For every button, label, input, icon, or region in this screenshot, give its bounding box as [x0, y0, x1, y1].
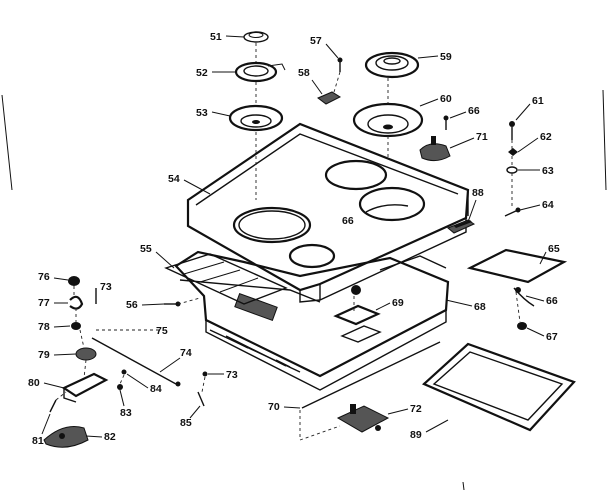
- nut-84: [121, 369, 127, 375]
- label-64: 64: [542, 199, 554, 211]
- nut-62: [508, 148, 518, 156]
- cooktop-54: [186, 122, 470, 303]
- label-67: 67: [546, 331, 558, 343]
- label-89: 89: [410, 429, 422, 441]
- label-53: 53: [196, 107, 208, 119]
- burner-59: [364, 51, 420, 79]
- scan-edge-line: [1, 94, 13, 191]
- clip-77: [69, 295, 84, 310]
- label-62: 62: [540, 131, 552, 143]
- label-79: 79: [38, 349, 50, 361]
- ring-78: [71, 322, 81, 330]
- label-72: 72: [410, 403, 422, 415]
- igniter-82: [43, 426, 89, 448]
- label-81: 81: [32, 435, 44, 447]
- block-88: [447, 219, 476, 234]
- element-86: [365, 204, 409, 213]
- tray-65: [466, 248, 568, 284]
- label-52: 52: [196, 67, 208, 79]
- label-59: 59: [440, 51, 452, 63]
- burner-box-68: [174, 250, 450, 391]
- label-82: 82: [104, 431, 116, 443]
- rod-74-end: [175, 381, 181, 387]
- label-80: 80: [28, 377, 40, 389]
- label-51: 51: [210, 31, 222, 43]
- grommet-67: [517, 322, 527, 330]
- scan-mark-bottom: [462, 481, 465, 491]
- label-83: 83: [120, 407, 132, 419]
- label-78: 78: [38, 321, 50, 333]
- assembly-dashes: [55, 43, 521, 441]
- part-69: [333, 304, 382, 343]
- label-55: 55: [140, 243, 152, 255]
- rod-70: [301, 341, 441, 409]
- label-57: 57: [310, 35, 322, 47]
- label-74: 74: [180, 347, 192, 359]
- label-85: 85: [180, 417, 192, 429]
- label-63: 63: [542, 165, 554, 177]
- screw-83: [117, 384, 123, 390]
- bracket-55: [164, 253, 288, 305]
- label-75: 75: [156, 325, 168, 337]
- label-76: 76: [38, 271, 50, 283]
- valve-79: [75, 347, 97, 361]
- screw-73b: [202, 371, 208, 377]
- label-71: 71: [476, 131, 488, 143]
- burner-52: [234, 61, 286, 83]
- label-69: 69: [392, 297, 404, 309]
- washer-63: [506, 166, 518, 174]
- scan-edge-line-right: [602, 89, 607, 191]
- switch-71: [419, 136, 451, 162]
- label-66-cooktop: 66: [342, 215, 354, 227]
- label-68: 68: [474, 301, 486, 313]
- label-73-right: 73: [226, 369, 238, 381]
- label-84: 84: [150, 383, 162, 395]
- label-66-rod: 66: [546, 295, 558, 307]
- label-58: 58: [298, 67, 310, 79]
- screw-57: [337, 57, 343, 72]
- bowl-53: [228, 104, 284, 132]
- label-60: 60: [440, 93, 452, 105]
- knob-76: [68, 276, 80, 286]
- bracket-72: [336, 404, 390, 433]
- label-73-left: 73: [100, 281, 112, 293]
- bracket-80: [61, 372, 109, 403]
- cap-51: [243, 31, 269, 43]
- screw-61: [509, 121, 515, 140]
- label-70: 70: [268, 401, 280, 413]
- nut-66: [515, 287, 521, 293]
- label-77: 77: [38, 297, 50, 309]
- label-61: 61: [532, 95, 544, 107]
- tray-89: [422, 342, 576, 432]
- clip-58: [317, 91, 342, 105]
- rod-74: [91, 337, 177, 385]
- label-54: 54: [168, 173, 180, 185]
- label-56: 56: [126, 299, 138, 311]
- label-66-top: 66: [468, 105, 480, 117]
- label-65: 65: [548, 243, 560, 255]
- bowl-60: [352, 102, 424, 138]
- screw-81: [49, 399, 57, 413]
- screw-64: [504, 207, 521, 217]
- screw-85: [197, 391, 205, 407]
- label-88: 88: [472, 187, 484, 199]
- screw-66-top: [443, 115, 449, 130]
